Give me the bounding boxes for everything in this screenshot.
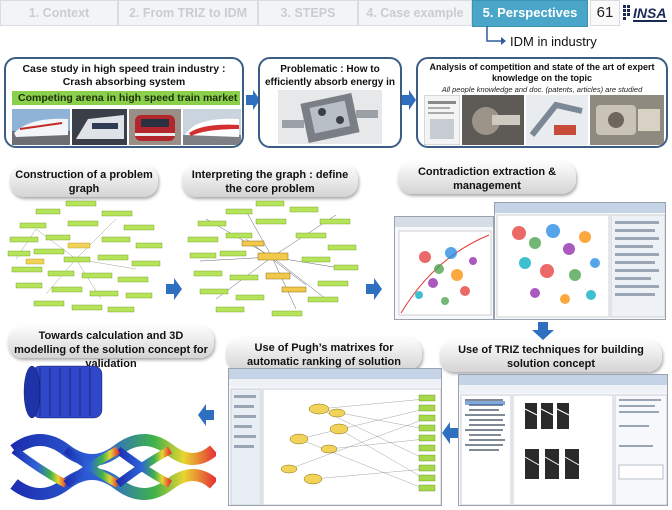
case-study-box: Case study in high speed train industry … bbox=[4, 57, 244, 148]
train-photo-3 bbox=[129, 109, 181, 145]
arrow-left-icon bbox=[198, 404, 214, 426]
document-photo bbox=[424, 95, 460, 145]
insa-logo: INSA bbox=[623, 5, 667, 22]
arrow-right-icon bbox=[402, 90, 416, 110]
interpreting-step-label: Interpreting the graph : define the core… bbox=[182, 165, 358, 197]
train-photo-2 bbox=[72, 109, 127, 145]
3d-model-render bbox=[10, 365, 216, 500]
section-link-label: IDM in industry bbox=[510, 34, 597, 49]
analysis-subtitle: All people knowledge and doc. (patents, … bbox=[441, 85, 643, 94]
arrow-down-icon bbox=[532, 322, 554, 340]
corner-arrow-icon bbox=[486, 26, 506, 45]
crash-absorber-photo bbox=[278, 90, 382, 144]
triz-window bbox=[458, 374, 668, 506]
calculation-step-label: Towards calculation and 3D modelling of … bbox=[8, 326, 214, 370]
page-number: 61 bbox=[590, 0, 620, 26]
arrow-right-icon bbox=[366, 278, 382, 300]
section-link[interactable]: IDM in industry bbox=[484, 26, 604, 50]
core-problem-graph bbox=[187, 200, 359, 317]
train-photo-4 bbox=[183, 109, 241, 145]
tab-from-triz-to-idm[interactable]: 2. From TRIZ to IDM bbox=[118, 0, 258, 26]
arrow-right-icon bbox=[166, 278, 182, 300]
mechanism-photo-2 bbox=[526, 95, 588, 145]
pugh-step-label: Use of Pugh’s matrixes for automatic ran… bbox=[226, 338, 422, 382]
triz-solution-view bbox=[459, 375, 667, 505]
problem-graph bbox=[7, 200, 163, 313]
contradiction-window-1 bbox=[394, 216, 494, 320]
triz-step-label: Use of TRIZ techniques for building solu… bbox=[440, 340, 662, 372]
contradiction-chart-1 bbox=[395, 217, 493, 316]
logo-text: INSA bbox=[633, 5, 666, 21]
tab-context[interactable]: 1. Context bbox=[0, 0, 118, 26]
contradiction-chart-2 bbox=[495, 203, 665, 318]
tab-case-example[interactable]: 4. Case example bbox=[358, 0, 472, 26]
analysis-title: Analysis of competition and state of the… bbox=[429, 62, 655, 83]
arrow-left-icon bbox=[442, 422, 458, 444]
problematic-box: Problematic : How to efficiently absorb … bbox=[258, 57, 402, 148]
contradiction-step-label: Contradiction extraction & management bbox=[398, 162, 576, 194]
tab-bar: 1. Context 2. From TRIZ to IDM 3. STEPS … bbox=[0, 0, 672, 28]
pugh-matrix-window bbox=[228, 368, 442, 506]
arrow-right-icon bbox=[246, 90, 260, 110]
tab-perspectives[interactable]: 5. Perspectives bbox=[472, 0, 588, 27]
tab-steps[interactable]: 3. STEPS bbox=[258, 0, 358, 26]
pugh-matrix-view bbox=[229, 369, 441, 505]
mechanism-photo-1 bbox=[462, 95, 524, 145]
construction-step-label: Construction of a problem graph bbox=[10, 165, 158, 197]
mechanism-photo-3 bbox=[590, 95, 664, 145]
analysis-box: Analysis of competition and state of the… bbox=[416, 57, 668, 148]
case-study-title: Case study in high speed train industry … bbox=[22, 63, 226, 88]
train-photo-1 bbox=[12, 109, 70, 145]
competing-arena-band: Competing arena in high speed train mark… bbox=[12, 91, 240, 105]
contradiction-window-2 bbox=[494, 202, 666, 320]
